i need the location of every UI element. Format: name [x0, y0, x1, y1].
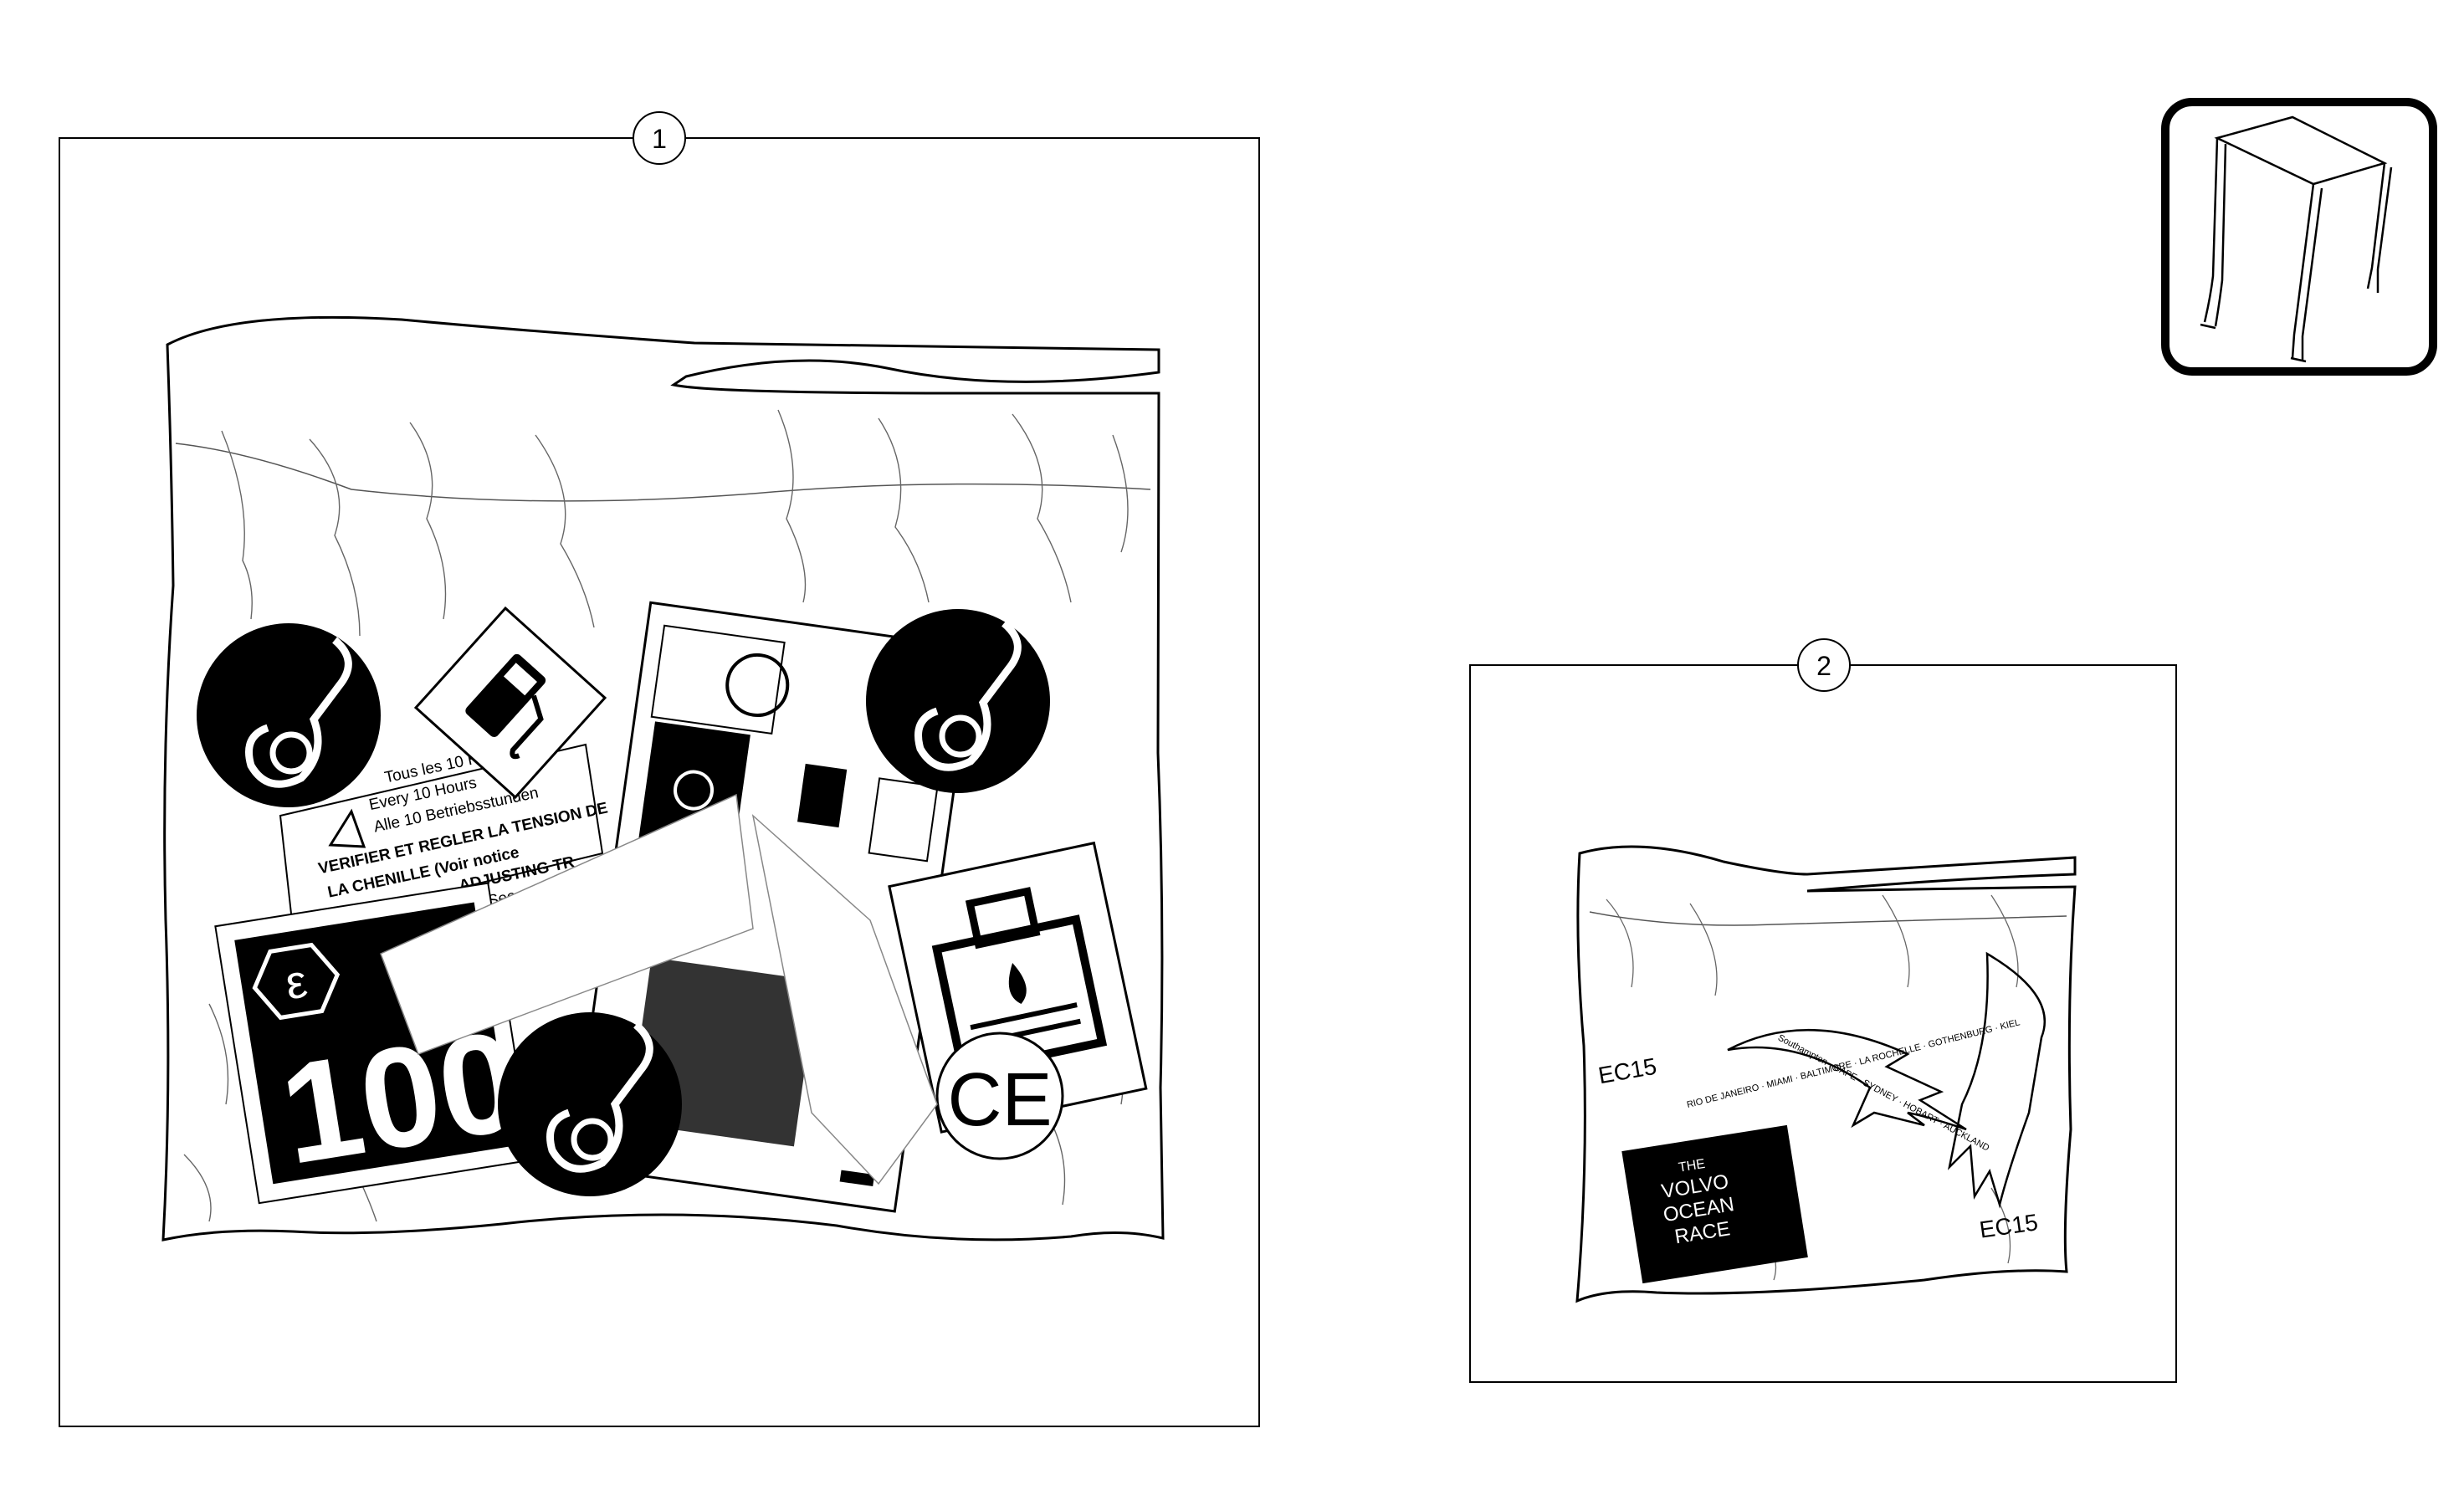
ce-mark-label: CE — [947, 1058, 1052, 1142]
callout-2-circle — [1797, 638, 1851, 692]
fuel-decal — [413, 606, 607, 800]
bag-seam — [175, 443, 1151, 502]
ce-mark-decal: CE — [935, 1032, 1064, 1160]
bag-2-seam — [1589, 911, 2067, 926]
thumbnail-frame — [2161, 98, 2437, 376]
sail-swoosh-left — [1727, 1029, 1967, 1131]
volvo-ocean-race-logo: THE VOLVO OCEAN RACE — [1621, 1124, 1808, 1284]
bag-fold-left — [380, 793, 754, 1055]
callout-2-label: 2 — [1816, 651, 1831, 681]
bag-fold-right — [751, 813, 938, 1185]
canopy-thumbnail — [2161, 98, 2437, 376]
ce-mark-icon — [935, 1032, 1064, 1160]
sail-swoosh-right — [1947, 951, 2046, 1209]
noise-level-value: 100 — [271, 1001, 530, 1195]
lifting-hook-decal-2 — [866, 609, 1050, 793]
callout-1-circle — [633, 111, 686, 165]
callout-1-label: 1 — [652, 124, 667, 154]
lifting-hook-decal-3 — [498, 1012, 682, 1196]
noise-level-icon — [252, 942, 341, 1021]
warning-triangle-icon — [328, 808, 366, 848]
panel-1: 1 Tous les 10 Heures Every 10 Hours — [59, 111, 1260, 1427]
lifting-hook-decal-1 — [197, 623, 381, 807]
logo-line-1: THE — [1678, 1157, 1706, 1175]
panel-2: 2 EC15 RIO DE JANEIRO · MIAMI · BALTIMOR… — [1469, 638, 2177, 1383]
control-pattern-icon — [725, 653, 790, 717]
bag-wrinkles — [183, 409, 1129, 1222]
canopy-frame-icon — [2200, 115, 2393, 363]
